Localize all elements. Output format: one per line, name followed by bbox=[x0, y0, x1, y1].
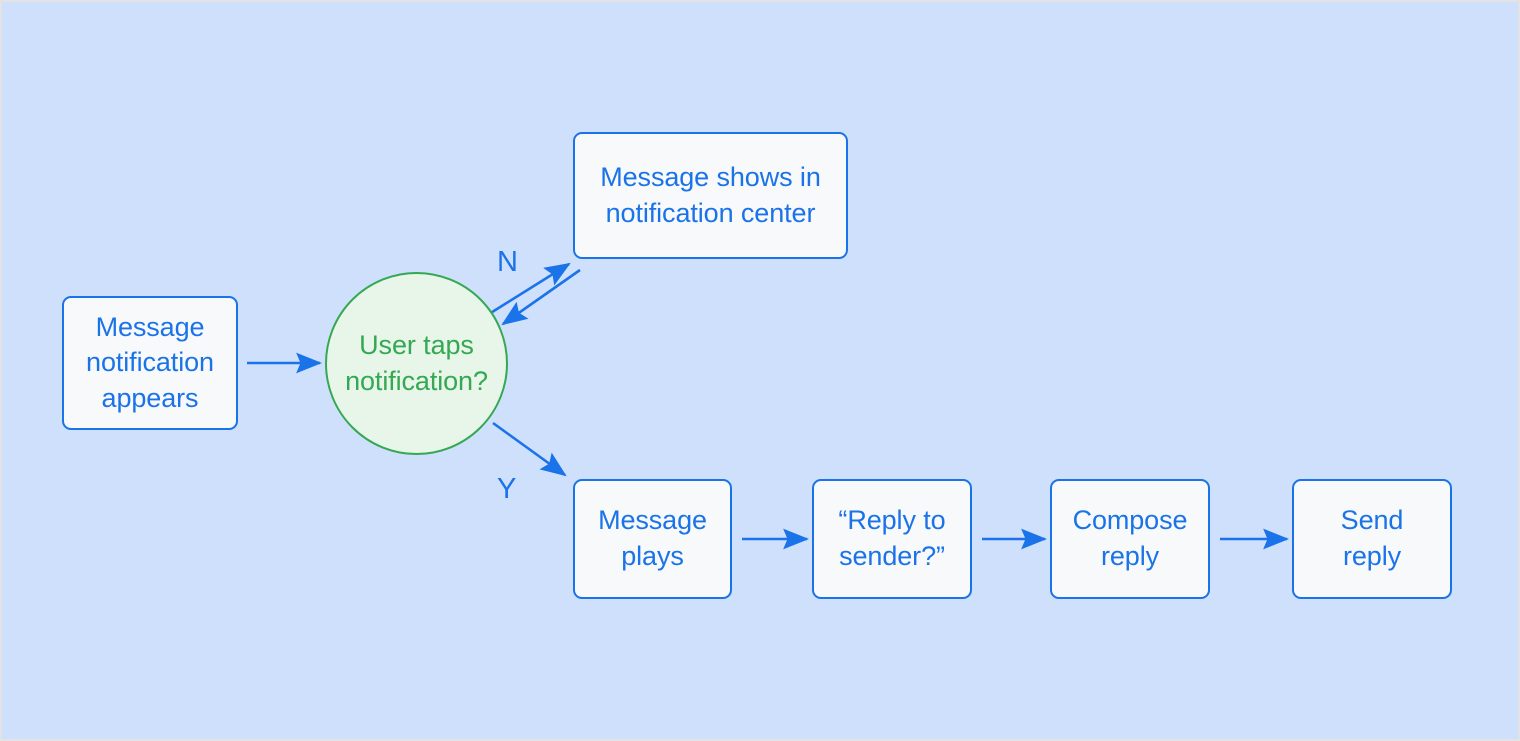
edge-decision-yes-to-message-plays bbox=[492, 421, 567, 477]
node-label: Compose reply bbox=[1072, 505, 1188, 571]
node-message-shows-in-notification-center[interactable]: Message shows in notification center bbox=[573, 132, 848, 259]
node-compose-reply[interactable]: Compose reply bbox=[1050, 479, 1210, 599]
node-message-notification-appears[interactable]: Message notification appears bbox=[62, 296, 238, 430]
node-label: Message plays bbox=[598, 505, 707, 571]
edge-label-no: N bbox=[497, 246, 518, 278]
node-user-taps-notification-decision[interactable]: User taps notification? bbox=[325, 272, 508, 455]
node-label: “Reply to sender?” bbox=[838, 505, 946, 571]
node-message-plays[interactable]: Message plays bbox=[573, 479, 732, 599]
edge-label-yes: Y bbox=[497, 473, 517, 505]
node-label: Message notification appears bbox=[86, 311, 214, 413]
node-send-reply[interactable]: Send reply bbox=[1292, 479, 1452, 599]
node-label: User taps notification? bbox=[345, 329, 488, 396]
node-label: Message shows in notification center bbox=[600, 161, 821, 228]
node-reply-to-sender[interactable]: “Reply to sender?” bbox=[812, 479, 972, 599]
edge-notification-center-back-to-decision bbox=[501, 268, 581, 326]
node-label: Send reply bbox=[1340, 505, 1404, 571]
